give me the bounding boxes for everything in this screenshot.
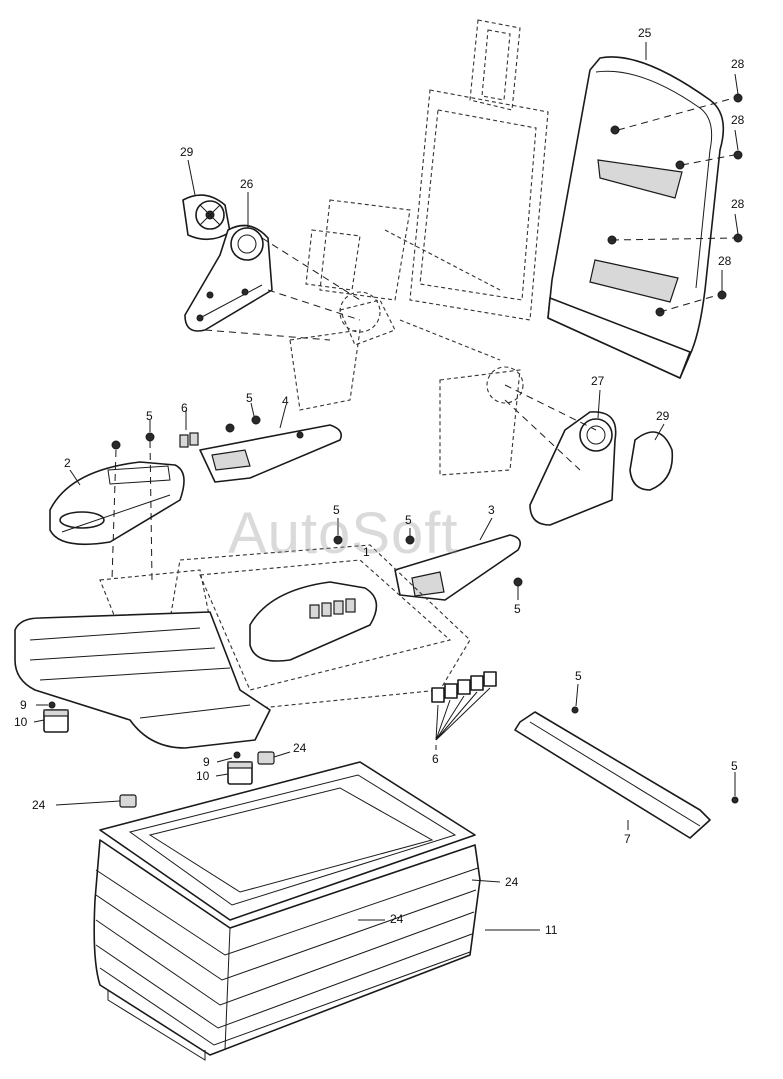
- armrest-left-2: [49, 461, 185, 546]
- clip-24-left: [119, 794, 137, 808]
- pad-10-left: [43, 701, 69, 733]
- callout-29: 29: [656, 409, 670, 423]
- clip-24-top: [257, 751, 275, 765]
- callout-1: 1: [363, 545, 370, 559]
- callout-4: 4: [282, 394, 289, 408]
- side-cover-right: [529, 411, 617, 526]
- callout-6: 6: [181, 401, 188, 415]
- callout-26: 26: [240, 177, 254, 191]
- callout-24: 24: [505, 875, 519, 889]
- callout-6: 6: [432, 752, 439, 766]
- backrest-cushion: [547, 56, 725, 379]
- callout-9: 9: [20, 698, 27, 712]
- callout-5: 5: [514, 602, 521, 616]
- watermark: AutoSoft: [228, 501, 459, 566]
- armrest-bracket-4: [199, 424, 343, 483]
- callout-28: 28: [731, 197, 745, 211]
- callout-10: 10: [196, 769, 210, 783]
- clips-6: [179, 432, 199, 448]
- callout-28: 28: [718, 254, 732, 268]
- callout-2: 2: [64, 456, 71, 470]
- armrest-bracket-3: [394, 534, 521, 601]
- handwheel-knob: [182, 194, 231, 241]
- side-cover-left: [184, 224, 273, 332]
- handwheel-knob-right: [629, 431, 674, 491]
- callout-7: 7: [624, 832, 631, 846]
- callout-28: 28: [731, 113, 745, 127]
- callout-24: 24: [293, 741, 307, 755]
- callout-3: 3: [488, 503, 495, 517]
- callout-29: 29: [180, 145, 194, 159]
- callout-10: 10: [14, 715, 28, 729]
- screw-5-center: [333, 535, 343, 545]
- callout-5: 5: [246, 391, 253, 405]
- callout-28: 28: [731, 57, 745, 71]
- seat-cushion: [14, 611, 271, 749]
- backrest-frame-ghost: [289, 19, 549, 476]
- suspension-bellows-11: [93, 839, 481, 1061]
- armrest-right-1: [249, 581, 378, 662]
- suspension-top-frame: [99, 761, 476, 921]
- callout-5: 5: [333, 503, 340, 517]
- callout-24: 24: [32, 798, 46, 812]
- callout-5: 5: [405, 513, 412, 527]
- callout-5: 5: [146, 409, 153, 423]
- callout-24: 24: [390, 912, 404, 926]
- callout-5: 5: [575, 669, 582, 683]
- clips-6-group: [431, 671, 497, 703]
- callout-27: 27: [591, 374, 605, 388]
- callout-25: 25: [638, 26, 652, 40]
- slide-rail-7: [514, 706, 739, 839]
- pad-10-center: [227, 751, 253, 785]
- callout-11: 11: [545, 923, 558, 937]
- screws-5-top: [111, 415, 261, 450]
- callout-9: 9: [203, 755, 210, 769]
- screw-5-right: [513, 577, 523, 587]
- leader-lines: [33, 42, 739, 931]
- callout-5: 5: [731, 759, 738, 773]
